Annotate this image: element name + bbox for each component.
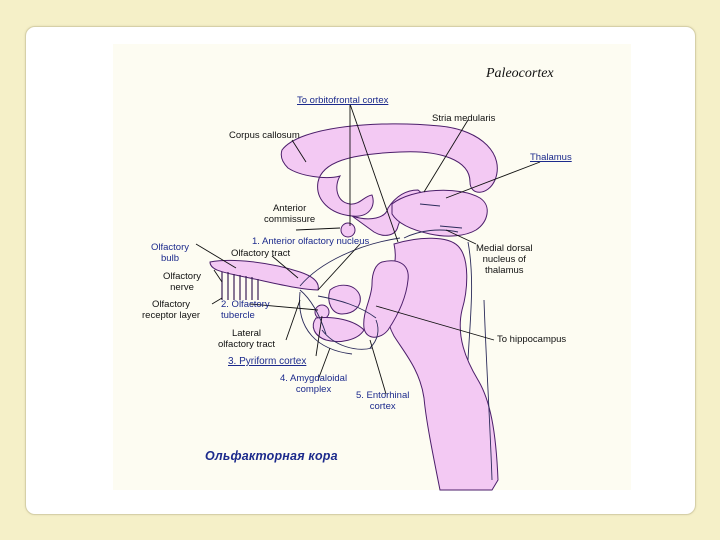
label-olfactory-bulb: Olfactory bulb bbox=[151, 242, 190, 264]
thalamus-shape bbox=[391, 189, 488, 237]
label-thalamus: Thalamus bbox=[530, 152, 572, 163]
label-medial-dorsal-nucleus: Medial dorsal nucleus of thalamus bbox=[476, 243, 533, 276]
diagram-panel bbox=[113, 44, 631, 490]
pyriform-region-shape bbox=[312, 317, 365, 343]
leader-lines bbox=[195, 103, 541, 395]
russian-caption: Ольфакторная кора bbox=[205, 449, 338, 463]
label-to-hippocampus: To hippocampus bbox=[497, 334, 567, 345]
label-stria-medularis: Stria medularis bbox=[432, 113, 496, 124]
label-amygdaloidal-complex: 4. Amygdaloidal complex bbox=[280, 373, 348, 395]
slide-title: Paleocortex bbox=[486, 66, 554, 81]
label-to-orbitofrontal: To orbitofrontal cortex bbox=[297, 95, 389, 106]
label-olfactory-nerve: Olfactory nerve bbox=[163, 271, 202, 293]
label-olfactory-tract: Olfactory tract bbox=[231, 248, 291, 259]
label-lateral-olfactory-tract: Lateral olfactory tract bbox=[218, 328, 276, 350]
olfactory-nerve-fibres bbox=[221, 272, 259, 300]
pathway-lines bbox=[299, 203, 493, 481]
label-anterior-commissure: Anterior commissure bbox=[264, 203, 316, 225]
corpus-callosum-shape bbox=[280, 123, 498, 217]
label-entorhinal-cortex: 5. Entorhinal cortex bbox=[356, 390, 410, 412]
amygdala-shape bbox=[328, 284, 361, 315]
hypothalamus-shape bbox=[363, 260, 409, 338]
label-pyriform-cortex: 3. Pyriform cortex bbox=[228, 356, 307, 367]
label-olfactory-tubercle: 2. Olfactory tubercle bbox=[221, 299, 270, 321]
olfactory-bulb-shape bbox=[209, 260, 319, 291]
label-olfactory-receptor-layer: Olfactory receptor layer bbox=[142, 299, 201, 321]
label-corpus-callosum: Corpus callosum bbox=[229, 130, 300, 141]
anterior-commissure-shape bbox=[340, 222, 356, 238]
label-anterior-olfactory-nucleus: 1. Anterior olfactory nucleus bbox=[252, 236, 370, 247]
